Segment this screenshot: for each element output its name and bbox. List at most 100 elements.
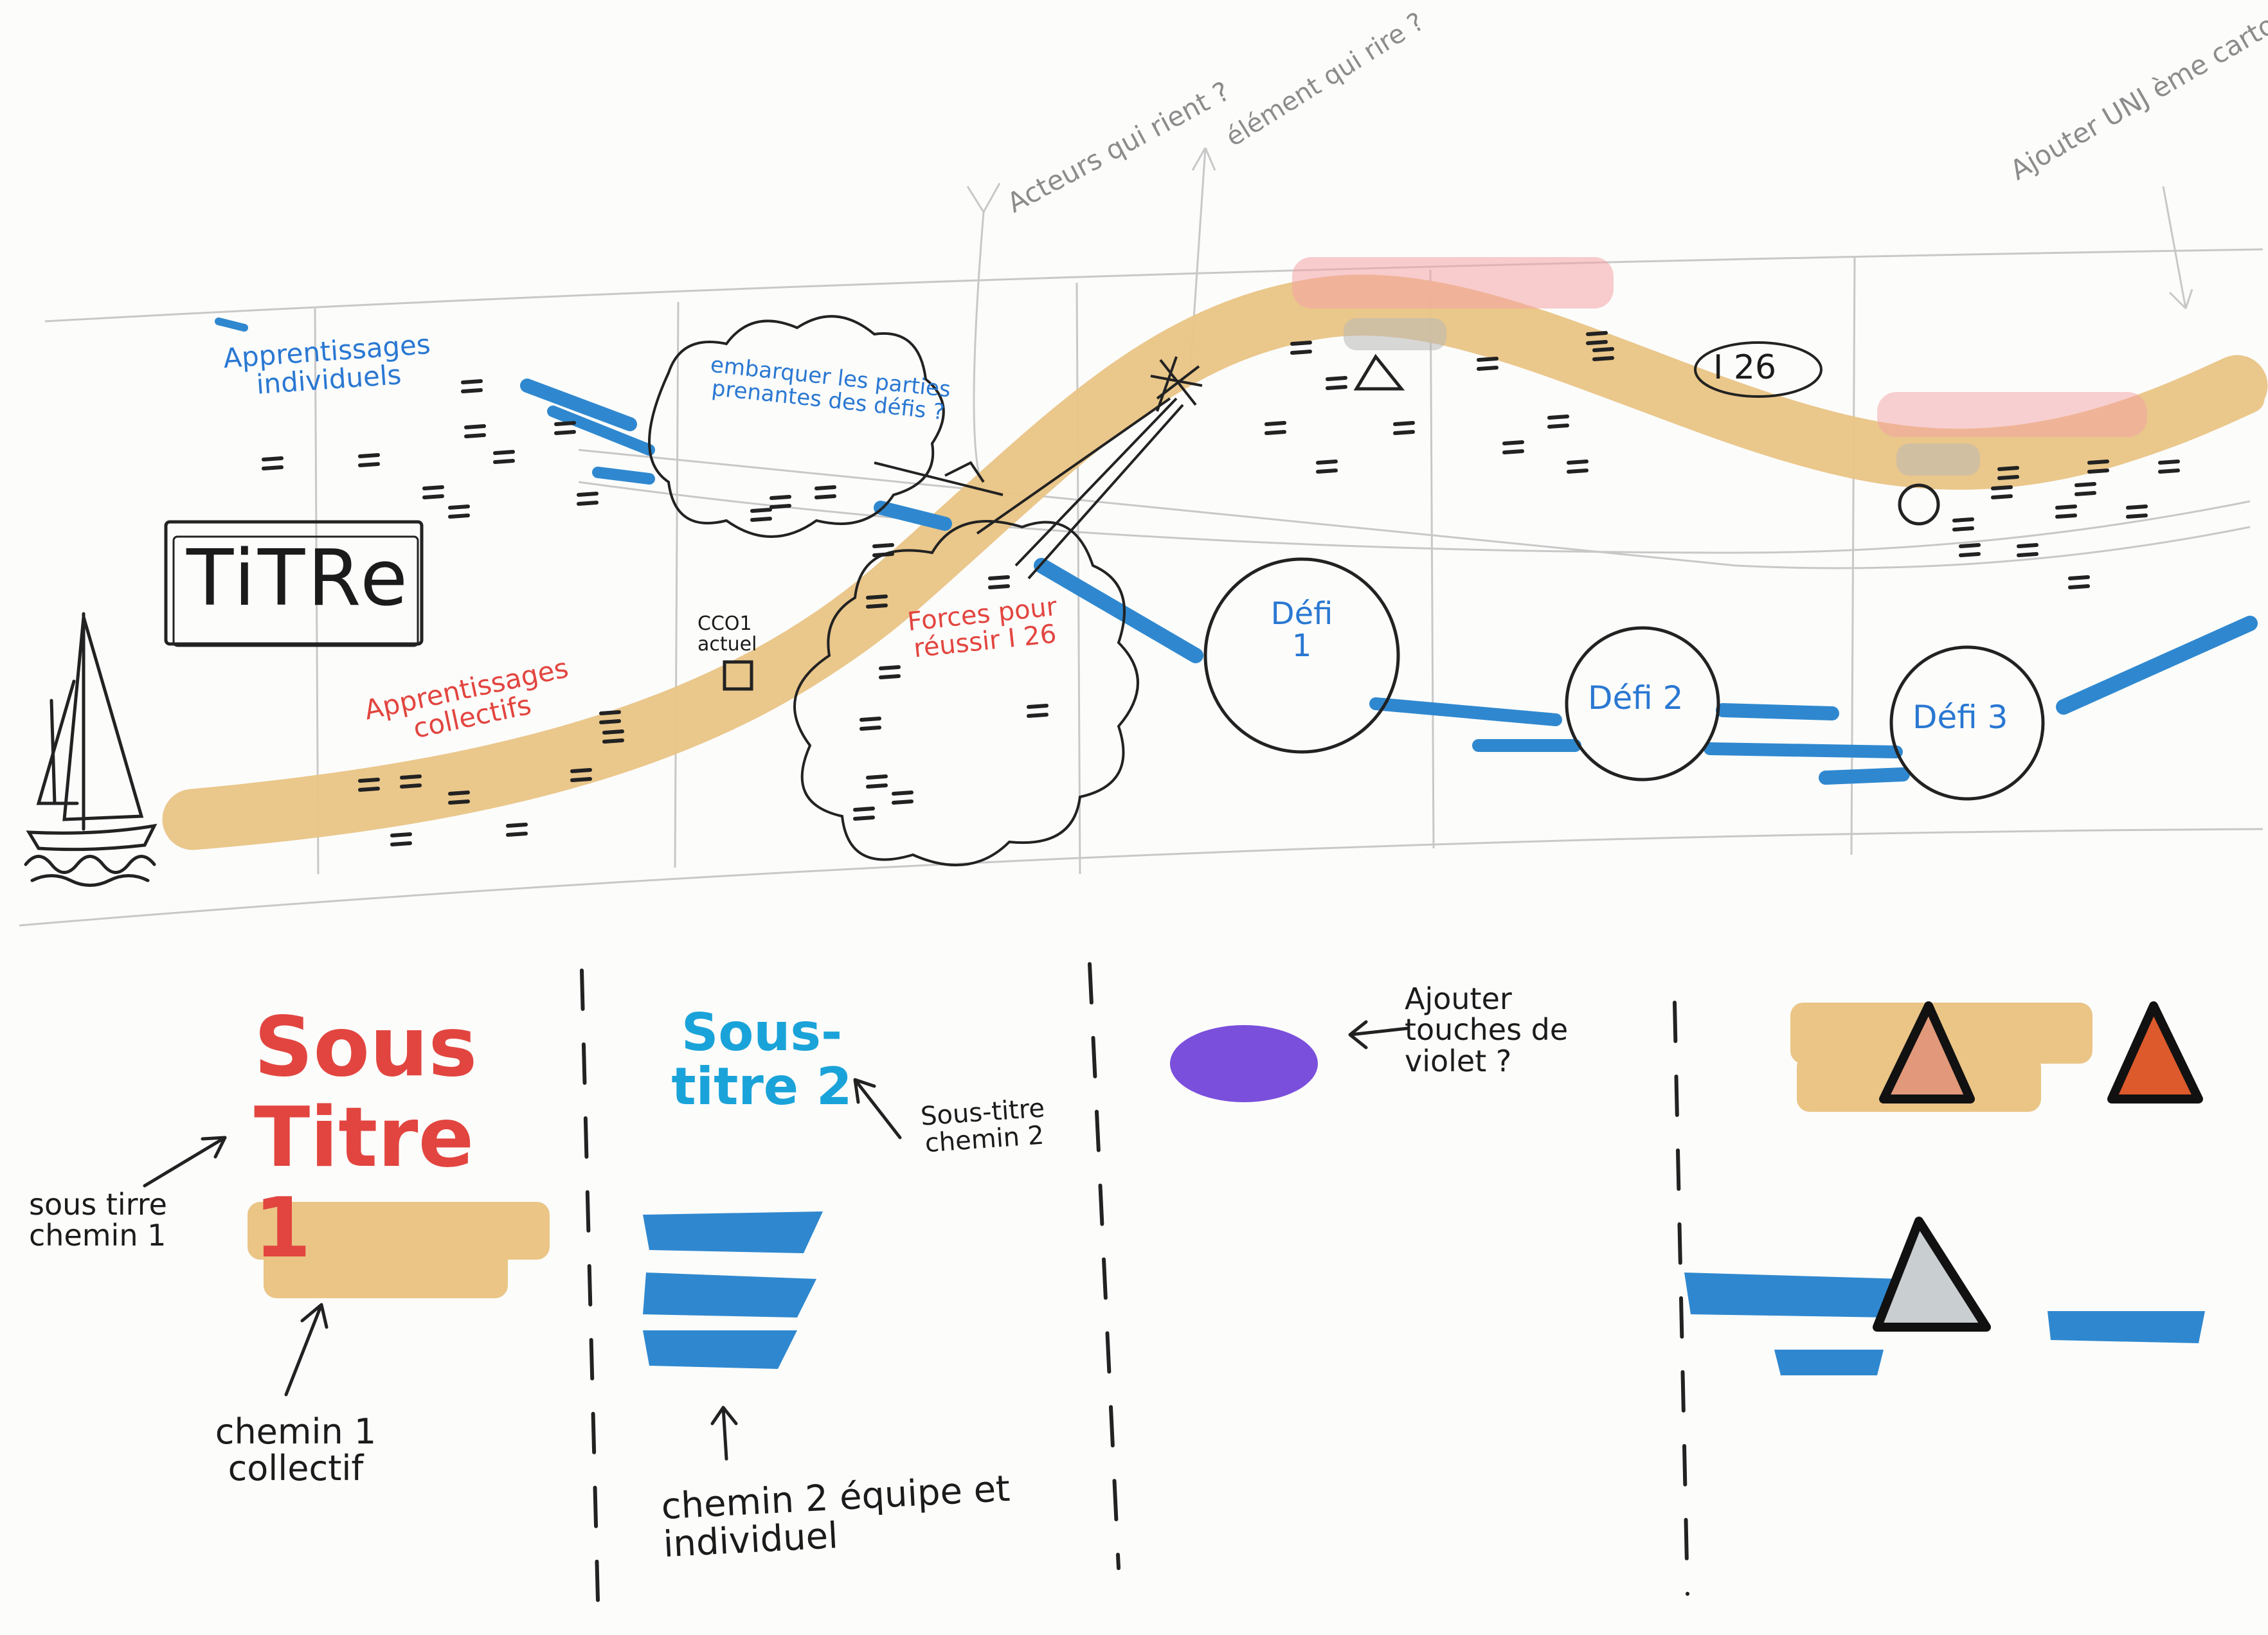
dash-mark (988, 584, 1010, 589)
dash-mark (1316, 460, 1338, 465)
dash-mark (390, 832, 412, 837)
legend-sous-titre-2: Sous-titre 2 (671, 1003, 852, 1116)
circle-marker-icon (1898, 483, 1940, 526)
dash-mark (860, 717, 881, 722)
legend-sous-tirre-chemin-1: sous tirre chemin 1 (29, 1187, 167, 1253)
dash-mark (1393, 430, 1415, 435)
dash-mark (750, 517, 772, 522)
label-defi-3: Défi 3 (1913, 699, 2008, 736)
dash-mark (1547, 424, 1569, 429)
dash-mark (1997, 466, 2019, 471)
dash-mark (853, 807, 875, 812)
cco1-square-icon (723, 660, 753, 691)
dash-mark (2158, 469, 2180, 474)
dash-mark (1290, 350, 1312, 355)
dash-mark (358, 778, 380, 783)
dash-mark (2126, 514, 2148, 519)
cloud-embarquer (648, 315, 945, 538)
dash-mark (1477, 366, 1498, 371)
dash-mark (448, 791, 470, 796)
dash-mark (770, 504, 791, 509)
dash-mark (2068, 575, 2090, 580)
sailboat-icon (24, 612, 158, 887)
dash-mark (1264, 430, 1286, 435)
dash-mark (1326, 376, 1347, 381)
dash-mark (1547, 415, 1569, 420)
dash-mark (493, 459, 515, 464)
dash-mark (1592, 347, 1614, 352)
dash-mark (599, 719, 621, 724)
dash-mark (602, 738, 624, 744)
dash-mark (1393, 421, 1415, 426)
dash-mark (1991, 485, 2013, 490)
dash-mark (262, 465, 284, 470)
dash-mark (422, 485, 444, 490)
label-defi-2: Défi 2 (1588, 679, 1684, 717)
dash-mark (1586, 331, 1608, 336)
dash-mark (448, 800, 470, 805)
dash-mark (448, 505, 470, 510)
dash-mark (1502, 449, 1524, 454)
dash-mark (400, 783, 422, 789)
dash-mark (2087, 460, 2109, 465)
dash-mark (358, 462, 380, 467)
dash-mark (422, 494, 444, 499)
dash-mark (1502, 440, 1524, 445)
dash-mark (2068, 584, 2090, 589)
dash-mark (1326, 385, 1347, 390)
dash-mark (461, 379, 483, 384)
dash-mark (1592, 356, 1614, 361)
dash-mark (464, 433, 486, 438)
dash-mark (2055, 505, 2077, 510)
dash-mark (2074, 482, 2096, 487)
dash-mark (1316, 469, 1338, 474)
redacted-areas (1292, 257, 2147, 476)
dash-mark (554, 430, 576, 435)
dash-mark (358, 787, 380, 792)
dash-mark (493, 450, 515, 455)
dash-mark (554, 421, 576, 426)
violet-swatch (1170, 1025, 1318, 1102)
dash-mark (1477, 357, 1498, 362)
dash-mark (1264, 421, 1286, 426)
page-title: TiTRe (186, 534, 411, 623)
label-cco1: CCO1 actuel (698, 612, 757, 656)
dash-mark (599, 710, 621, 715)
dash-mark (815, 485, 836, 490)
dash-mark (866, 594, 888, 600)
dash-mark (866, 783, 888, 789)
i26-ellipse (1694, 341, 1823, 398)
dash-mark (866, 774, 888, 780)
dash-mark (879, 665, 901, 670)
dash-mark (570, 777, 592, 782)
label-i26: I 26 (1713, 348, 1777, 387)
label-defi-1: Défi 1 (1270, 596, 1333, 665)
dash-mark (570, 768, 592, 773)
dash-mark (1991, 494, 2013, 499)
dash-mark (2017, 552, 2039, 557)
dash-mark (2055, 514, 2077, 519)
dash-mark (1959, 552, 1981, 557)
legend-separators (580, 962, 1689, 1602)
dash-mark (866, 603, 888, 609)
dash-mark (1567, 469, 1589, 474)
dash-mark (448, 514, 470, 519)
dash-mark (1290, 341, 1312, 346)
dash-mark (1952, 526, 1974, 532)
dash-mark (872, 552, 894, 557)
dash-mark (860, 726, 881, 731)
dash-mark (770, 495, 791, 500)
dash-mark (506, 823, 528, 828)
defi-3-circle (1889, 645, 2045, 801)
dash-mark (464, 424, 486, 429)
dash-mark (577, 492, 598, 497)
dash-mark (2087, 469, 2109, 474)
chemin-1-path (162, 274, 2268, 850)
dash-mark (1952, 517, 1974, 523)
dash-mark (506, 832, 528, 837)
dash-mark (400, 774, 422, 780)
legend-triangles (1684, 1001, 2205, 1375)
dash-mark (461, 388, 483, 393)
dash-mark (2158, 460, 2180, 465)
